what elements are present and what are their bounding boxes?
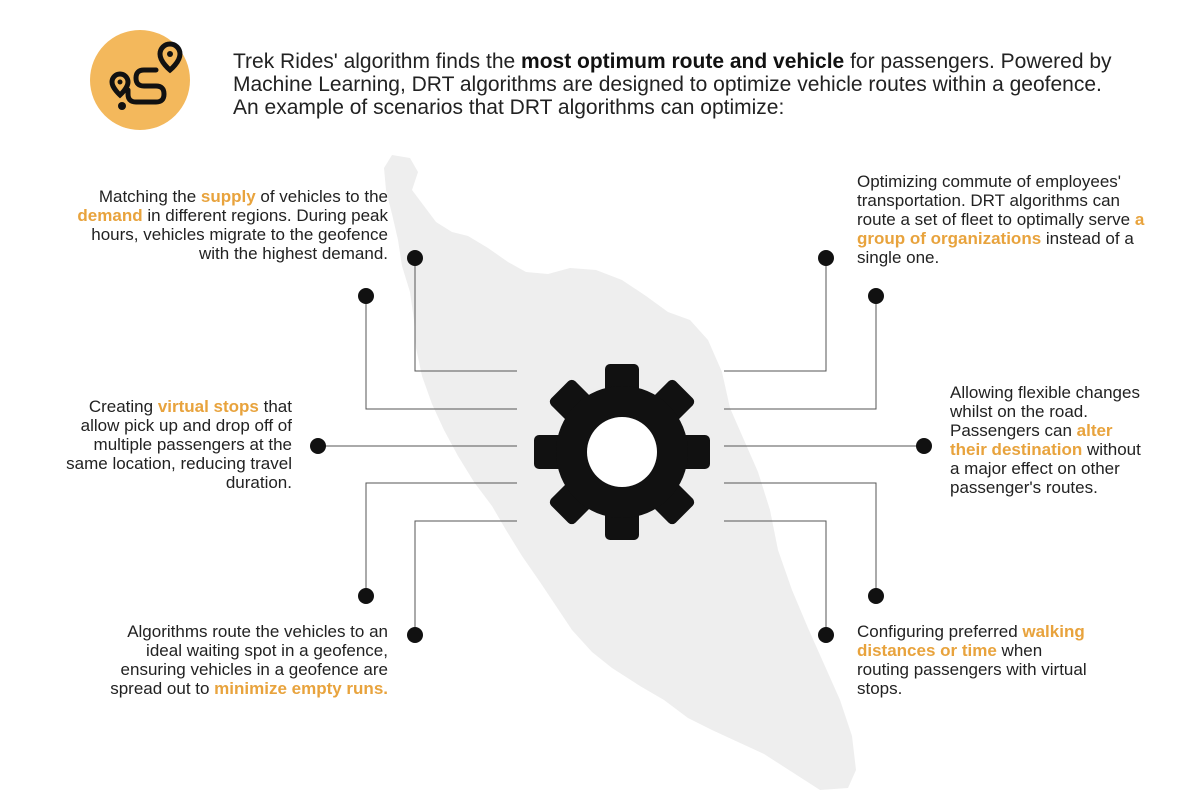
- scenario-text: Optimizing commute of employees' transpo…: [857, 172, 1135, 229]
- connector-supply: [414, 258, 517, 372]
- scenario-text: Matching the: [98, 187, 201, 206]
- connector-waiting-secondary: [365, 482, 517, 596]
- scenario-text: of vehicles to the: [255, 187, 388, 206]
- scenario-highlight: alter their destination: [950, 421, 1113, 459]
- scenario-commute: Optimizing commute of employees' transpo…: [857, 172, 1157, 267]
- scenario-highlight: virtual stops: [157, 397, 259, 416]
- dot-waiting-secondary: [358, 588, 374, 604]
- dot-supply-secondary: [358, 288, 374, 304]
- connector-walking: [724, 520, 827, 635]
- scenario-supply-demand: Matching the supply of vehicles to the d…: [70, 187, 388, 263]
- scenario-text: without a major effect on other passenge…: [950, 440, 1141, 497]
- scenario-text: instead of a single one.: [857, 229, 1134, 267]
- route-pin-icon: [109, 41, 183, 110]
- connector-supply-secondary: [365, 296, 517, 410]
- connector-commute-secondary: [724, 296, 877, 410]
- scenario-text: Allowing flexible changes whilst on the …: [950, 383, 1140, 440]
- connector-waiting: [414, 520, 517, 635]
- intro-part: for passengers. Powered by Machine Learn…: [233, 50, 1112, 119]
- scenario-highlight: walking distances or time: [857, 622, 1085, 660]
- dot-supply: [407, 250, 423, 266]
- scenario-text: that allow pick up and drop off of multi…: [66, 397, 292, 492]
- dot-waiting: [407, 627, 423, 643]
- scenario-text: Algorithms route the vehicles to an idea…: [110, 622, 388, 698]
- scenario-walking-distances: Configuring preferred walking distances …: [857, 622, 1087, 698]
- scenario-waiting-spot: Algorithms route the vehicles to an idea…: [105, 622, 388, 698]
- scenario-highlight: supply: [200, 187, 256, 206]
- dot-commute-secondary: [868, 288, 884, 304]
- scenario-highlight: demand: [77, 206, 143, 225]
- scenario-text: when routing passengers with virtual sto…: [857, 641, 1087, 698]
- gear-icon: [534, 364, 710, 540]
- dot-commute: [818, 250, 834, 266]
- scenario-highlight: a group of organizations: [857, 210, 1145, 248]
- dot-walking: [818, 627, 834, 643]
- scenario-virtual-stops: Creating virtual stops that allow pick u…: [60, 397, 292, 492]
- intro-part: Trek Rides' algorithm finds the: [233, 50, 522, 73]
- scenario-highlight: minimize empty runs.: [214, 679, 388, 698]
- dot-virtual: [310, 438, 326, 454]
- intro-emphasis: most optimum route and vehicle: [521, 50, 845, 73]
- connector-commute: [724, 258, 827, 372]
- intro-text: Trek Rides' algorithm finds the most opt…: [233, 50, 1113, 119]
- connector-walking-secondary: [724, 482, 877, 596]
- dot-flexible: [916, 438, 932, 454]
- header-icon-badge: [90, 30, 190, 130]
- scenario-text: Creating: [88, 397, 158, 416]
- scenario-text: Configuring preferred: [857, 622, 1023, 641]
- scenario-text: in different regions. During peak hours,…: [91, 206, 388, 263]
- scenario-flexible-changes: Allowing flexible changes whilst on the …: [950, 383, 1150, 497]
- dot-walking-secondary: [868, 588, 884, 604]
